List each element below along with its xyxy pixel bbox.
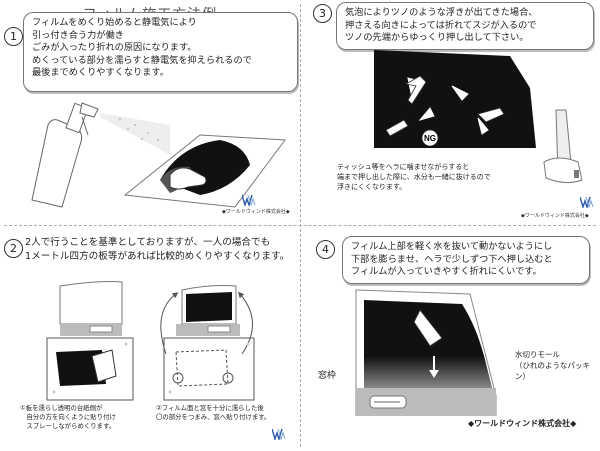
window-frame (59, 281, 123, 325)
film-window (374, 50, 536, 148)
step-2-text: 2人で行うことを基準としておりますが、一人の場合でも 1メートル四方の板等があれ… (25, 237, 290, 262)
company-name-4: ◆ワールドウィンド株式会社◆ (468, 419, 577, 428)
company-name-1: ◆ワールドウィンド株式会社◆ (222, 209, 290, 215)
step-3-note: ティッシュ等をヘラに噛ませながらすると 端まで押し出した際に、水分も一緒に抜ける… (337, 163, 491, 191)
squeegee-icon (413, 309, 443, 347)
spray-mist (100, 113, 170, 155)
ng-label: NG (424, 134, 436, 143)
label-water-molding: 水切りモール （ひれのようなパッキン） (515, 350, 590, 381)
step-3-illustration: NG (374, 50, 583, 184)
hand-icon (169, 167, 207, 190)
squeegee-icon (477, 107, 505, 123)
company-logo-icon (580, 196, 594, 208)
squeegee-icon (404, 75, 427, 105)
step-4-number: 4 (316, 240, 335, 259)
step-4-illustration (355, 289, 497, 416)
step-2-caption-left: ①板を濡らし透明の台紙側が 自分の方を向くように貼り付け スプレーしながらめくり… (20, 404, 116, 430)
spray-bottle-icon (31, 102, 99, 208)
squeegee-icon (385, 119, 409, 137)
company-logo-icon (272, 428, 286, 440)
vertical-divider (300, 4, 301, 447)
step-1-illustration (31, 102, 286, 208)
step-2-number: 2 (4, 239, 23, 258)
tissue-spatula-icon (543, 109, 583, 184)
step-2-caption-right: ②フィルム面と窓を十分に濡らした後 〇の部分をつまみ、窓へ貼り付けます。 (156, 404, 271, 421)
step-3-number: 3 (313, 4, 332, 23)
label-window-frame: 窓枠 (318, 371, 337, 381)
step-4-text: フィルム上部を軽く水を抜いて動かないようにし 下部を膨らませ、ヘラで少しずつ下へ… (342, 236, 590, 284)
board (163, 337, 255, 401)
company-name-3: ◆ワールドウィンド株式会社◆ (521, 213, 589, 219)
company-logo-icon (242, 194, 256, 206)
step-2-illustration (46, 281, 255, 401)
step-1-number: 1 (4, 27, 23, 46)
step-1-text: フィルムをめくり始めると静電気により 引っ付き合う力が働き ごみが入ったり折れの… (23, 12, 298, 92)
step-3-text: 気泡によりツノのような浮きが出てきた場合、 押さえる向きによっては折れてスジが入… (336, 2, 594, 50)
